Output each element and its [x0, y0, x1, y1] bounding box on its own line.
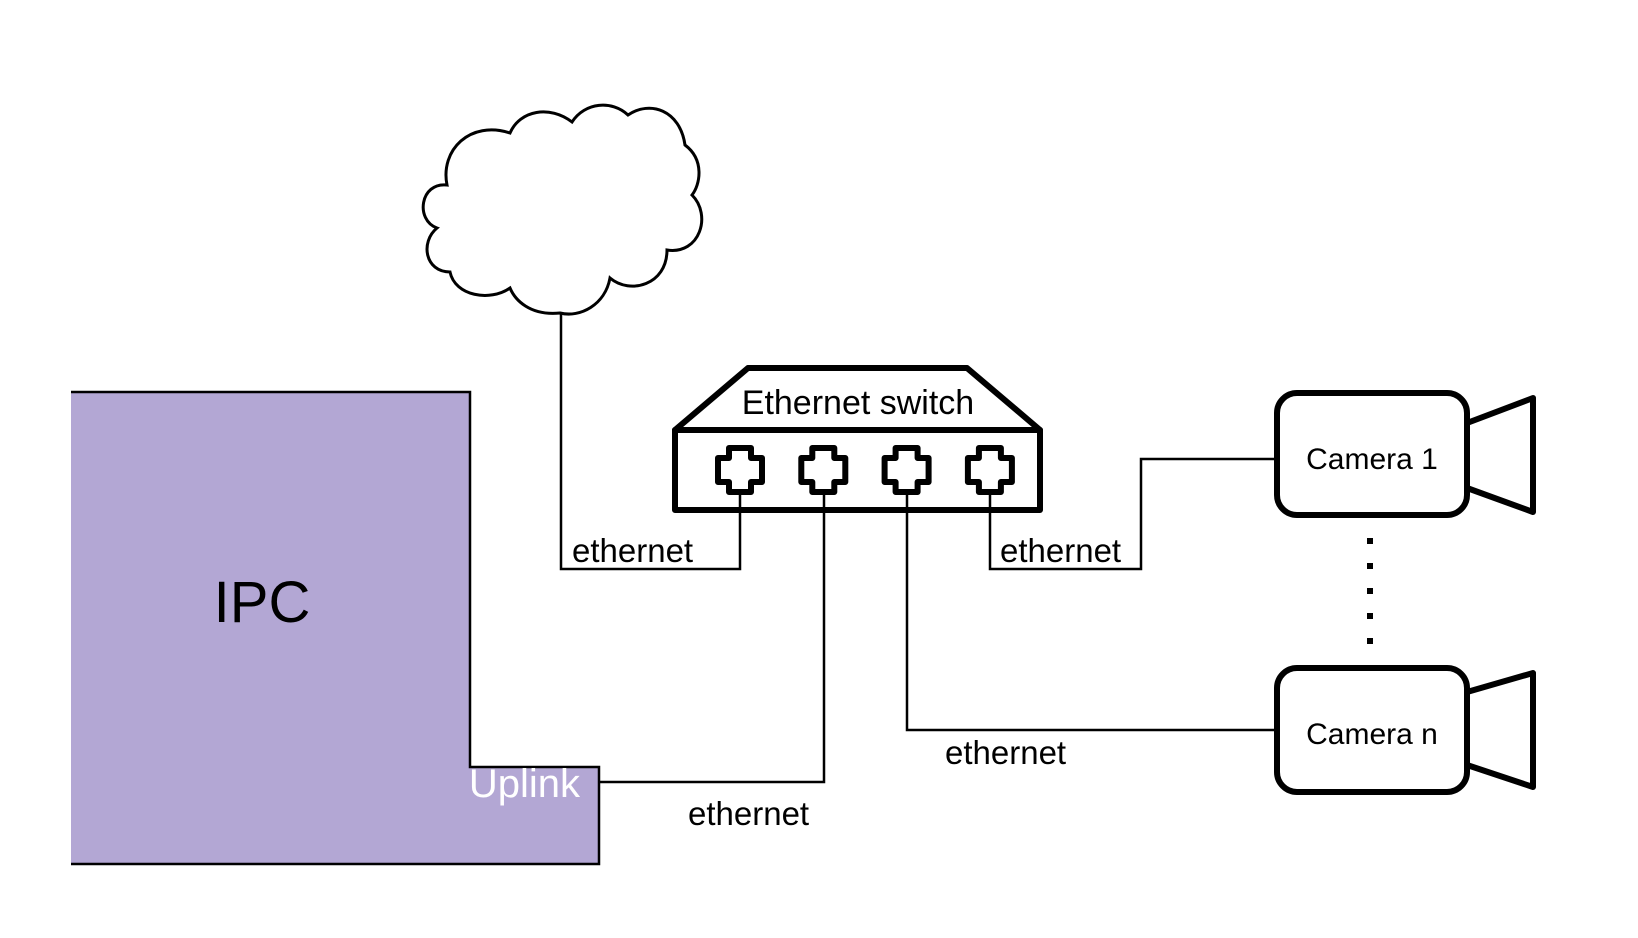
ellipsis-dot	[1367, 563, 1373, 569]
switch-port-3[interactable]	[881, 445, 932, 495]
cloud-icon	[421, 103, 704, 316]
wire-switch-camera-n	[905, 493, 1277, 732]
switch-body	[672, 427, 1043, 513]
camera-n-lens-icon	[1466, 670, 1536, 790]
link-label-camera-1: ethernet	[1000, 532, 1121, 569]
switch-port-4[interactable]	[964, 445, 1015, 495]
link-label-internet: ethernet	[572, 532, 693, 569]
uplink-label: Uplink	[469, 762, 581, 806]
camera-1-lens-icon	[1465, 395, 1536, 515]
ellipsis-dots	[1367, 538, 1373, 644]
switch-port-2[interactable]	[798, 445, 849, 495]
ipc-label: IPC	[214, 570, 311, 635]
camera-n-body	[1274, 665, 1470, 795]
ellipsis-dot	[1367, 588, 1373, 594]
link-label-ipc: ethernet	[688, 795, 809, 832]
ellipsis-dot	[1367, 638, 1373, 644]
wire-switch-camera-1	[988, 457, 1277, 571]
ipc-node[interactable]: IPC Uplink	[71, 390, 601, 866]
camera-n-label: Camera n	[1306, 718, 1438, 751]
camera-n[interactable]: Camera n	[1274, 665, 1536, 795]
wire-ipc-switch	[599, 493, 826, 784]
ellipsis-dot	[1367, 613, 1373, 619]
camera-1-label: Camera 1	[1306, 443, 1438, 476]
ellipsis-dot	[1367, 538, 1373, 544]
switch-port-1[interactable]	[715, 445, 765, 495]
ipc-shape	[71, 392, 599, 864]
ethernet-switch[interactable]: Ethernet switch	[672, 365, 1043, 513]
wire-internet-switch	[559, 313, 742, 571]
link-label-camera-n: ethernet	[945, 734, 1066, 771]
switch-label: Ethernet switch	[742, 384, 974, 422]
camera-1-body	[1274, 390, 1470, 518]
camera-1[interactable]: Camera 1	[1274, 390, 1536, 518]
